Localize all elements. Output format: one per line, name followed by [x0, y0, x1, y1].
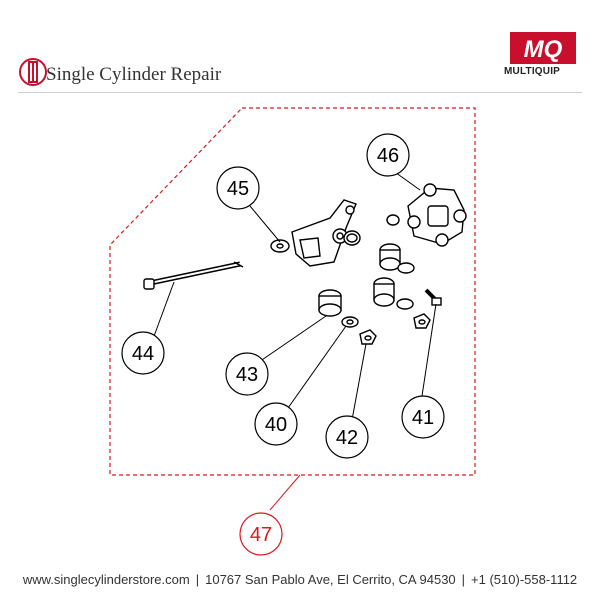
site-title[interactable]: Single Cylinder Repair [46, 64, 222, 85]
mq-logo-text: MQ [524, 36, 563, 63]
part-label: 42 [336, 427, 358, 449]
callout-44: 44 [121, 331, 165, 375]
assembly-boundary [109, 107, 476, 476]
assembly-label: 47 [250, 524, 272, 546]
handle-plate-part [407, 183, 467, 247]
callout-42: 42 [325, 415, 369, 459]
short-bolt-part [424, 288, 442, 306]
multiquip-logo-icon: MQ [510, 32, 576, 64]
page-header: Single Cylinder Repair MQ MULTIQUIP [0, 0, 600, 100]
rubber-mount-part [318, 289, 342, 317]
part-label: 41 [412, 407, 434, 429]
mount-bracket-part [291, 199, 357, 267]
callout-47: 47 [239, 512, 283, 556]
lock-nut-part [359, 329, 377, 345]
callout-41: 41 [401, 395, 445, 439]
part-label: 46 [377, 145, 399, 167]
callout-40: 40 [254, 402, 298, 446]
leader-lines [149, 169, 437, 421]
separator: | [195, 572, 200, 587]
part-label: 40 [265, 414, 287, 436]
single-cylinder-logo-icon [19, 58, 47, 86]
callout-43: 43 [225, 352, 269, 396]
rubber-mount-upper [379, 243, 415, 274]
part-label: 43 [236, 364, 258, 386]
phone-number[interactable]: +1 (510)-558-1112 [471, 572, 578, 587]
part-drawings [143, 183, 467, 345]
assembly-leader [269, 474, 301, 511]
callout-46: 46 [366, 133, 410, 177]
callout-45: 45 [216, 166, 260, 210]
brand-name: MULTIQUIP [504, 66, 561, 77]
header-divider [18, 92, 582, 93]
rubber-mount-right [373, 277, 414, 310]
small-washer-part [386, 214, 400, 226]
part-label: 44 [132, 343, 154, 365]
long-bolt-part [143, 261, 244, 290]
website-link[interactable]: www.singlecylinderstore.com [22, 572, 190, 587]
separator: | [461, 572, 466, 587]
part-label: 45 [227, 178, 249, 200]
page-footer: www.singlecylinderstore.com | 10767 San Pa… [0, 572, 600, 587]
lock-nut-right [413, 313, 431, 329]
store-address: 10767 San Pablo Ave, El Cerrito, CA 9453… [205, 572, 456, 587]
